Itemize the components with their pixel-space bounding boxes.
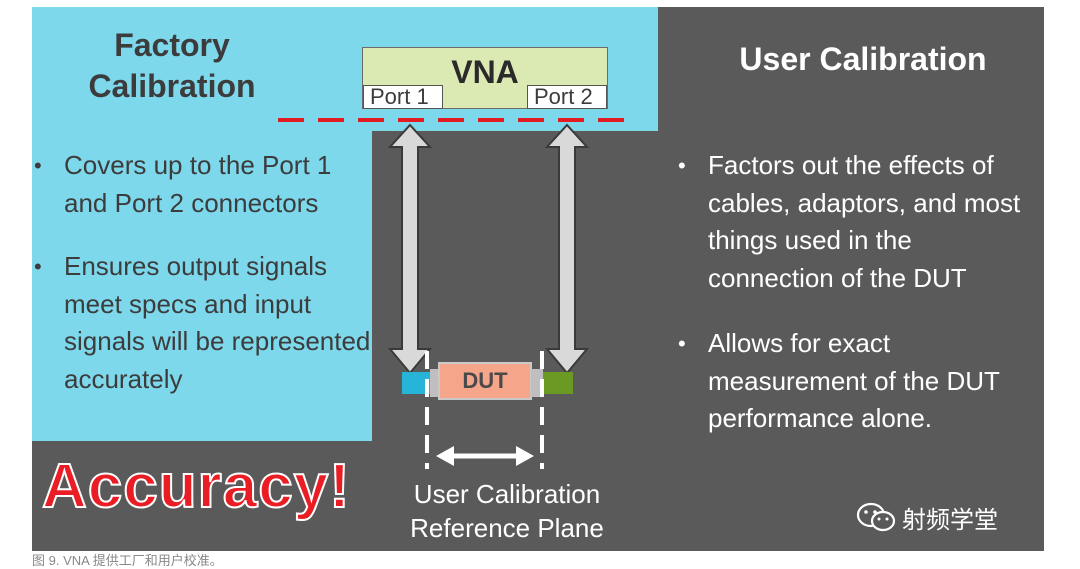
factory-calibration-title: Factory Calibration <box>88 27 256 104</box>
user-bullet: Factors out the effects of cables, adapt… <box>676 147 1036 297</box>
factory-bullet: Covers up to the Port 1 and Port 2 conne… <box>32 147 372 222</box>
user-bullet: Allows for exact measurement of the DUT … <box>676 325 1036 438</box>
calibration-slide: Factory Calibration Covers up to the Por… <box>32 7 1044 551</box>
factory-bullet-list: Covers up to the Port 1 and Port 2 conne… <box>32 147 372 424</box>
port-2-label: Port 2 <box>527 85 607 109</box>
vna-instrument: VNA Port 1 Port 2 <box>362 47 608 109</box>
port-2-cable-arrow <box>544 123 590 375</box>
user-bullet-list: Factors out the effects of cables, adapt… <box>676 147 1036 466</box>
ref-plane-span-arrow <box>436 446 534 466</box>
user-calibration-title: User Calibration <box>739 41 987 77</box>
figure-caption: 图 9. VNA 提供工厂和用户校准。 <box>32 553 223 568</box>
port-1-cable-arrow <box>387 123 433 375</box>
watermark: 射频学堂 <box>856 500 998 534</box>
dut-label: DUT <box>462 368 508 393</box>
port-1-label: Port 1 <box>363 85 443 109</box>
dut-assembly <box>402 362 573 400</box>
calibration-diagram <box>278 118 632 469</box>
port-1-connector <box>402 372 430 394</box>
accuracy-callout: Accuracy! <box>41 451 351 522</box>
watermark-text: 射频学堂 <box>902 506 998 534</box>
factory-bullet: Ensures output signals meet specs and in… <box>32 248 372 398</box>
left-adapter <box>430 369 440 397</box>
port-2-connector <box>543 372 573 394</box>
reference-plane-label: User Calibration Reference Plane <box>410 479 604 543</box>
wechat-icon <box>856 502 896 532</box>
vna-label: VNA <box>451 54 519 90</box>
